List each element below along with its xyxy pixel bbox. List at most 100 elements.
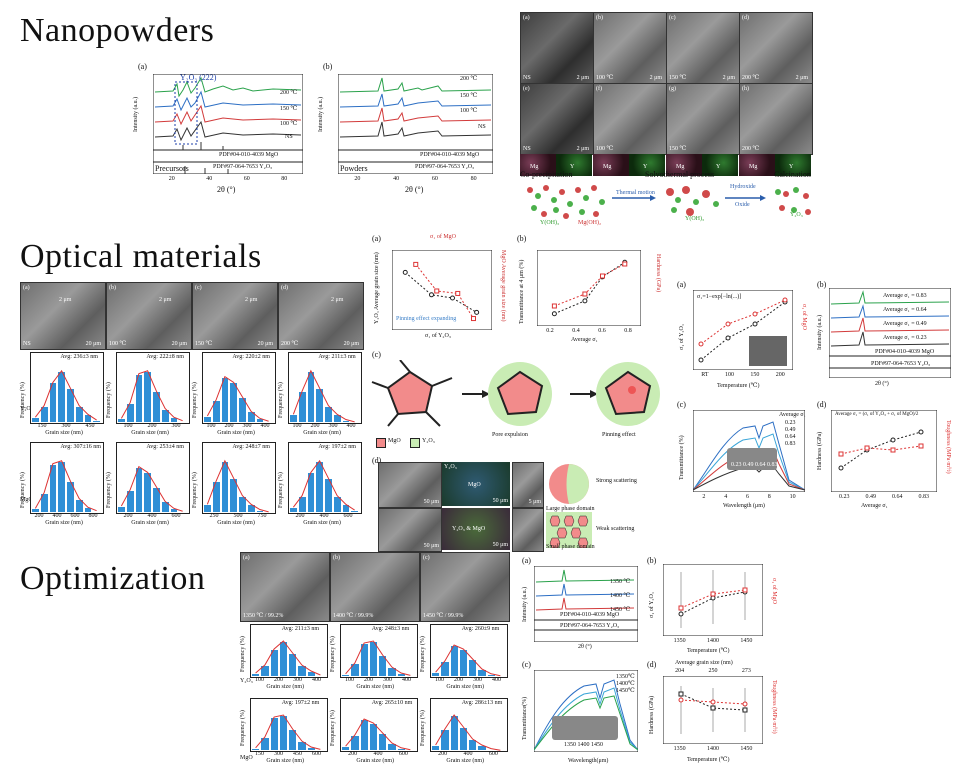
avg-label: Avg: 236±3 nm	[60, 354, 98, 360]
curve-label: 1400 ℃	[610, 593, 631, 599]
histogram-plot: Avg: 265±10 nm	[340, 698, 418, 752]
y-axis-label: Frequency (%)	[278, 472, 284, 508]
legend-entry: 1400℃	[616, 681, 635, 687]
map-label: Mg	[676, 164, 685, 170]
curve-label: 150 ℃	[280, 106, 298, 112]
tick: 40	[206, 176, 213, 182]
xrd-panel-b: (b) 200 ℃ 150 ℃ 100 ℃ NS PDF#04-010-4039…	[318, 62, 495, 197]
y-axis-label: Intensity (a.u.)	[817, 314, 823, 350]
trans-spectra-panel: (c) Average σ₁ 0.23 0.49 0.64 0.83 0.23 …	[675, 400, 810, 515]
panel-label: (d)	[647, 660, 657, 669]
histogram-plot: Avg: 197±2 nm	[288, 442, 362, 514]
panel-label: (c)	[372, 350, 381, 359]
x-axis-label: Grain size (nm)	[217, 430, 255, 436]
curve-label: Average σ₁ = 0.64	[883, 307, 927, 313]
y-axis-label: Frequency (%)	[106, 472, 112, 508]
scale-bar: 2 μm	[722, 75, 735, 81]
sem-label: (a)	[243, 555, 250, 561]
fit-curve	[255, 640, 321, 676]
inset-label: 0.23 0.49 0.64 0.83	[731, 462, 778, 468]
data-point	[402, 269, 408, 275]
y-axis-label: Frequency (%)	[192, 382, 198, 418]
row-label: MgO	[240, 755, 253, 761]
curve-label: Average σ₁ = 0.49	[883, 321, 927, 327]
x-axis-label: Temperature (℃)	[687, 757, 730, 763]
sem-temp: 200 ℃	[742, 75, 760, 81]
step-label: Pinning effect	[602, 432, 636, 438]
curve-label: NS	[478, 124, 486, 130]
domain-label: Small phase domain	[546, 544, 595, 550]
scale-bar: 20 μm	[343, 341, 359, 347]
pinning-schematic	[371, 360, 660, 427]
sem-label: (g)	[669, 86, 676, 92]
sem-label: (b)	[333, 555, 340, 561]
sem-label: (c)	[195, 285, 202, 291]
data-point	[582, 298, 588, 304]
sem-temp: 100 ℃	[596, 75, 614, 81]
avg-label: Avg: 253±4 nm	[146, 444, 184, 450]
x-axis-label: 2θ (°)	[405, 185, 424, 194]
tick: 400	[346, 423, 356, 429]
inset-label: 1350 1400 1450	[564, 742, 603, 748]
ref-y2o3: PDF#97-064-7653 Y₂O₃	[871, 361, 931, 367]
map-label: Y₂O₃	[444, 464, 457, 470]
series-line	[415, 264, 474, 319]
y-axis-label-right: Toughness (MPa·m½)	[771, 680, 777, 734]
top-axis-label: Average grain size (nm)	[675, 660, 733, 666]
sem-caption: 1400 ℃ / 99.9%	[333, 613, 374, 619]
y-axis-label-right: Hardness (GPa)	[655, 254, 661, 293]
opt-trans-panel: (c) 1350℃ 1400℃ 1450℃ 1350 1400 1450 Wav…	[520, 660, 640, 768]
sem-image: (a)1350 ℃ / 99.2%	[240, 552, 330, 622]
tick: 200	[348, 751, 358, 757]
panel-label: (c)	[677, 400, 686, 409]
legend-entry: 0.23	[785, 420, 796, 426]
x-axis-label: Grain size (nm)	[131, 520, 169, 526]
species-label: Y(OH)₃	[540, 220, 560, 226]
sem-zoom	[512, 508, 544, 552]
tick: 20	[168, 176, 175, 182]
histogram-plot: Avg: 260±9 nm	[430, 624, 508, 678]
fit-curve	[206, 459, 269, 513]
tick: 10	[789, 494, 796, 500]
step-label: Solvothermal process	[645, 170, 715, 179]
map-label: Y	[789, 164, 794, 170]
sem-image: (c)1450 ℃ / 99.9%	[420, 552, 510, 622]
histogram-plot: Avg: 253±4 nm	[116, 442, 190, 514]
histogram-bar	[341, 673, 351, 677]
tick: 0.64	[892, 494, 903, 500]
x-axis-label: Grain size (nm)	[131, 430, 169, 436]
sem-image: (b) 1400 ℃ / 99.9%	[330, 552, 420, 622]
legend-entry: 0.49	[785, 427, 796, 433]
scale-bar: 20 μm	[257, 341, 273, 347]
sem-temp: 100 ℃	[596, 146, 614, 152]
legend-entry: 1450℃	[616, 688, 635, 694]
y-axis-label: Frequency (%)	[240, 710, 246, 746]
x-axis-label: Grain size (nm)	[266, 758, 305, 764]
legend-y2o3: Y₂O₃	[422, 438, 435, 444]
row-label: Y₂O₃	[20, 406, 33, 412]
sem-image: 50 μm	[378, 462, 442, 508]
histogram-bar	[117, 506, 126, 513]
fit-curve	[206, 375, 269, 422]
panel-label: (b)	[647, 556, 657, 565]
tick: 600	[312, 751, 321, 757]
scale-bar: 20 μm	[171, 341, 187, 347]
scale-bar: 5 μm	[528, 499, 541, 505]
xrd-right-panel: (b) Average σ₁ = 0.83 Average σ₁ = 0.64 …	[815, 280, 955, 395]
